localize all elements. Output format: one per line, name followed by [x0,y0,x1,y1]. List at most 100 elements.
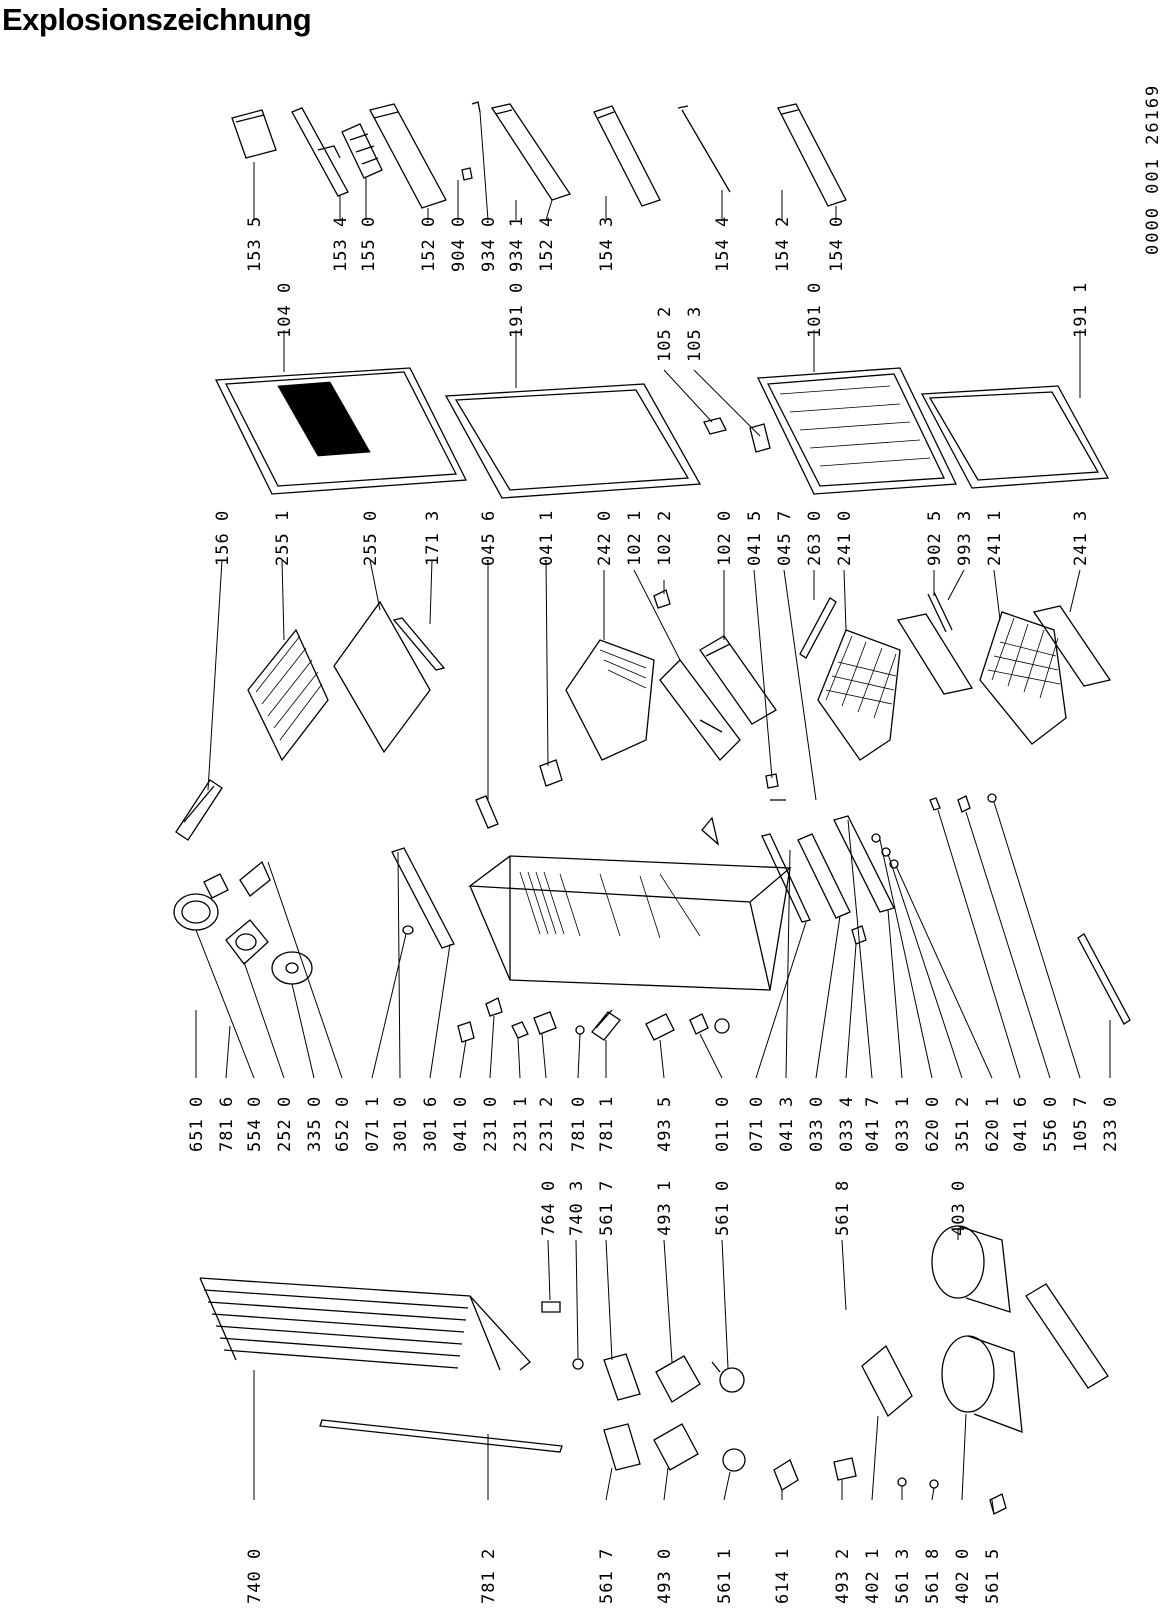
part-label: 041 3 [777,1096,797,1152]
bracket-part [539,759,563,787]
part-label: 155 0 [359,216,379,272]
light-bar-part [833,815,895,913]
part-label: 041 7 [863,1096,883,1152]
part-label: 241 0 [835,510,855,566]
part-label: 781 2 [479,1548,499,1604]
terminal-box-part [655,1355,701,1403]
basket-front-part [896,613,974,695]
part-label: 652 0 [333,1096,353,1152]
control-panel-part [797,833,851,919]
door-shelf-right-part [777,103,847,207]
part-label: 351 2 [953,1096,973,1152]
screws-part [871,833,899,869]
part-label: 255 1 [273,510,293,566]
small-sensor-part [402,925,414,935]
capillary-tube-part [319,1419,563,1453]
part-label: 934 0 [479,216,499,272]
lamp-cover-part [511,1011,557,1039]
part-label: 154 0 [827,216,847,272]
base-plate-part [1025,1283,1109,1389]
lamp-holder-part [457,997,503,1043]
part-label: 105 7 [1071,1096,1091,1152]
fan-blade-part [271,951,313,985]
part-label: 231 0 [481,1096,501,1152]
compressor-upper-part [931,1225,1011,1313]
part-label: 561 5 [983,1548,1003,1604]
door-panels-group [214,367,1110,499]
part-label: 102 0 [715,510,735,566]
door-gasket-right-part [920,385,1110,489]
part-label: 156 0 [213,510,233,566]
part-label: 045 7 [775,510,795,566]
capacitor-left-part [722,1448,746,1472]
part-label: 011 0 [713,1096,733,1152]
part-label: 242 0 [595,510,615,566]
part-label: 740 3 [567,1180,587,1236]
part-label: 241 1 [985,510,1005,566]
part-label: 071 1 [363,1096,383,1152]
part-label: 153 5 [245,216,265,272]
part-label: 153 4 [331,216,351,272]
part-label: 104 0 [275,282,295,338]
strip-part [799,597,837,659]
egg-rail-part [291,107,349,197]
ice-tray-part [175,779,223,841]
part-label: 740 0 [245,1548,265,1604]
part-label: 561 8 [923,1548,943,1604]
document-number: 0000 001 26169 [1143,84,1163,255]
part-label: 620 0 [923,1096,943,1152]
part-label: 171 3 [423,510,443,566]
part-label: 255 0 [361,510,381,566]
part-label: 191 0 [507,282,527,338]
part-label: 614 1 [773,1548,793,1604]
part-label: 493 0 [655,1548,675,1604]
part-label: 071 0 [747,1096,767,1152]
condenser-part [199,1277,531,1371]
part-label: 102 2 [655,510,675,566]
basket-lower-front-part [1032,605,1112,687]
part-label: 556 0 [1041,1096,1061,1152]
part-label: 493 1 [655,1180,675,1236]
part-label: 561 3 [893,1548,913,1604]
part-label: 902 5 [925,510,945,566]
cover-strip-part [391,847,455,949]
part-labels: 153 5 153 4 155 0 152 0 904 0 934 0 934 … [187,216,1121,1604]
part-label: 152 4 [537,216,557,272]
part-label: 041 6 [1011,1096,1031,1152]
part-label: 561 7 [597,1180,617,1236]
door-shelves-group [231,101,847,209]
part-label: 252 0 [275,1096,295,1152]
part-label: 620 1 [983,1096,1003,1152]
fridge-door-part [756,367,958,495]
part-label: 561 7 [597,1548,617,1604]
small-bracket-part [653,589,671,609]
part-label: 554 0 [245,1096,265,1152]
hinge-small-part [703,417,771,453]
thermal-part [773,1459,799,1491]
compressor-lower-part [941,1335,1023,1433]
part-label: 301 0 [391,1096,411,1152]
vegetable-tray-part [659,659,741,761]
part-label: 154 4 [713,216,733,272]
part-label: 033 0 [807,1096,827,1152]
small-clip-part [461,101,481,181]
part-label: 764 0 [539,1180,559,1236]
part-label: 493 5 [655,1096,675,1152]
rubber-dot-part [575,1025,585,1035]
part-label: 041 1 [537,510,557,566]
part-label: 781 0 [569,1096,589,1152]
part-label: 403 0 [949,1180,969,1236]
basket-lower-part [979,611,1067,745]
capacitor-part [711,1361,745,1393]
shelves-drawers-group [175,589,1112,841]
part-label: 152 0 [419,216,439,272]
door-gasket-part [444,383,702,499]
door-shelf-part [231,109,277,159]
freezer-door-inner-part [214,367,468,495]
glass-shelf-part [333,600,431,754]
clip-part [475,795,499,829]
spring-part [927,591,953,633]
part-label: 154 3 [597,216,617,272]
wire-shelf-part [247,628,329,762]
small-part-a [765,773,786,801]
